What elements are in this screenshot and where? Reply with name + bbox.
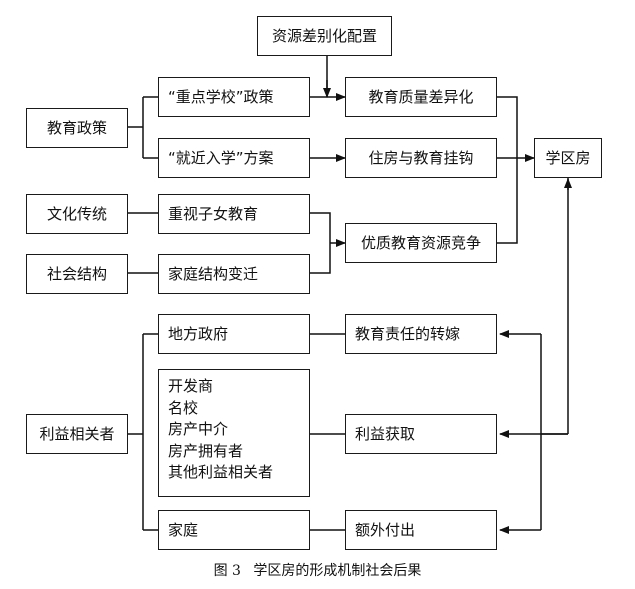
- node-nearby-enrollment: “就近入学”方案: [158, 138, 310, 178]
- node-local-government: 地方政府: [158, 314, 310, 354]
- actor-property-owner: 房产拥有者: [168, 441, 244, 460]
- node-cultural-tradition: 文化传统: [26, 194, 128, 234]
- node-stakeholders: 利益相关者: [26, 414, 128, 454]
- node-housing-education: 住房与教育挂钩: [345, 138, 497, 178]
- node-education-quality: 教育质量差异化: [345, 77, 497, 117]
- figure-caption: 图 3 学区房的形成机制社会后果: [0, 560, 635, 580]
- actor-real-estate-agent: 房产中介: [168, 420, 229, 438]
- figure-title: 学区房的形成机制社会后果: [253, 563, 422, 579]
- node-responsibility-transfer: 教育责任的转嫁: [345, 314, 497, 354]
- node-family-structure-change: 家庭结构变迁: [158, 254, 310, 294]
- node-education-policy: 教育政策: [26, 108, 128, 148]
- actor-other-stakeholders: 其他利益相关者: [168, 463, 274, 481]
- node-quality-resource-competition: 优质教育资源竞争: [345, 223, 497, 263]
- node-resource-allocation: 资源差别化配置: [257, 16, 392, 56]
- node-extra-cost: 额外付出: [345, 510, 497, 550]
- node-social-structure: 社会结构: [26, 254, 128, 294]
- node-profit-gain: 利益获取: [345, 414, 497, 454]
- actor-developer: 开发商: [168, 377, 214, 395]
- actor-famous-school: 名校: [168, 398, 199, 417]
- node-market-actors: 开发商 名校 房产中介 房产拥有者 其他利益相关者: [158, 369, 310, 497]
- node-family: 家庭: [158, 510, 310, 550]
- node-value-children-education: 重视子女教育: [158, 194, 310, 234]
- node-key-schools-policy: “重点学校”政策: [158, 77, 310, 117]
- figure-number: 图 3: [213, 563, 241, 579]
- node-school-district-housing: 学区房: [534, 138, 602, 178]
